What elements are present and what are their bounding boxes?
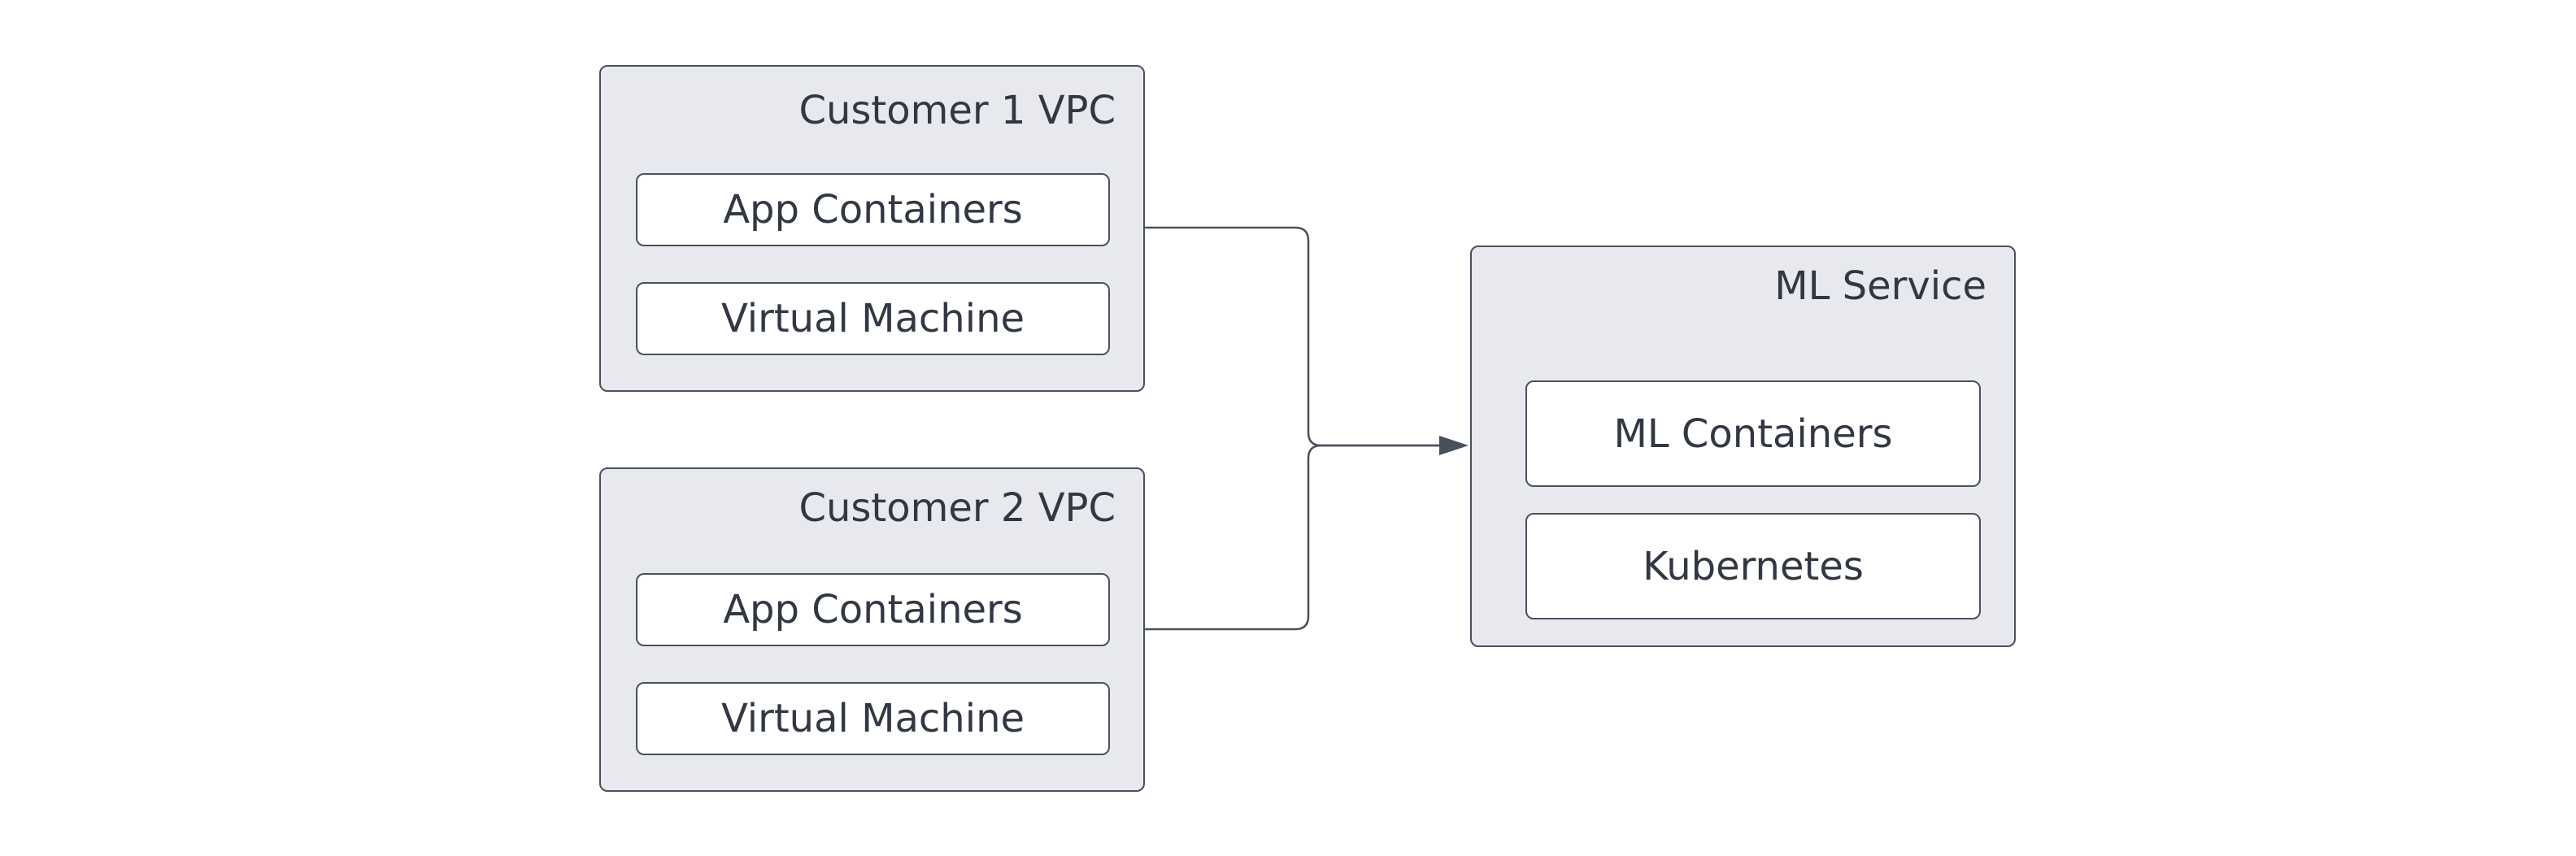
ml-containers-node: ML Containers [1525, 380, 1981, 487]
customer-1-vpc-group: Customer 1 VPC App Containers Virtual Ma… [599, 65, 1145, 392]
app-containers-node: App Containers [636, 573, 1110, 646]
group-title: Customer 1 VPC [798, 88, 1116, 133]
arrowhead-icon [1439, 436, 1469, 455]
kubernetes-node: Kubernetes [1525, 513, 1981, 619]
connector-customer2-to-ml [1143, 444, 1439, 631]
connector-customer1-to-ml [1143, 226, 1439, 447]
virtual-machine-node: Virtual Machine [636, 282, 1110, 355]
virtual-machine-node: Virtual Machine [636, 682, 1110, 755]
group-title: ML Service [1774, 263, 1986, 309]
ml-service-group: ML Service ML Containers Kubernetes [1470, 246, 2016, 647]
customer-2-vpc-group: Customer 2 VPC App Containers Virtual Ma… [599, 467, 1145, 792]
app-containers-node: App Containers [636, 173, 1110, 246]
group-title: Customer 2 VPC [798, 485, 1116, 531]
